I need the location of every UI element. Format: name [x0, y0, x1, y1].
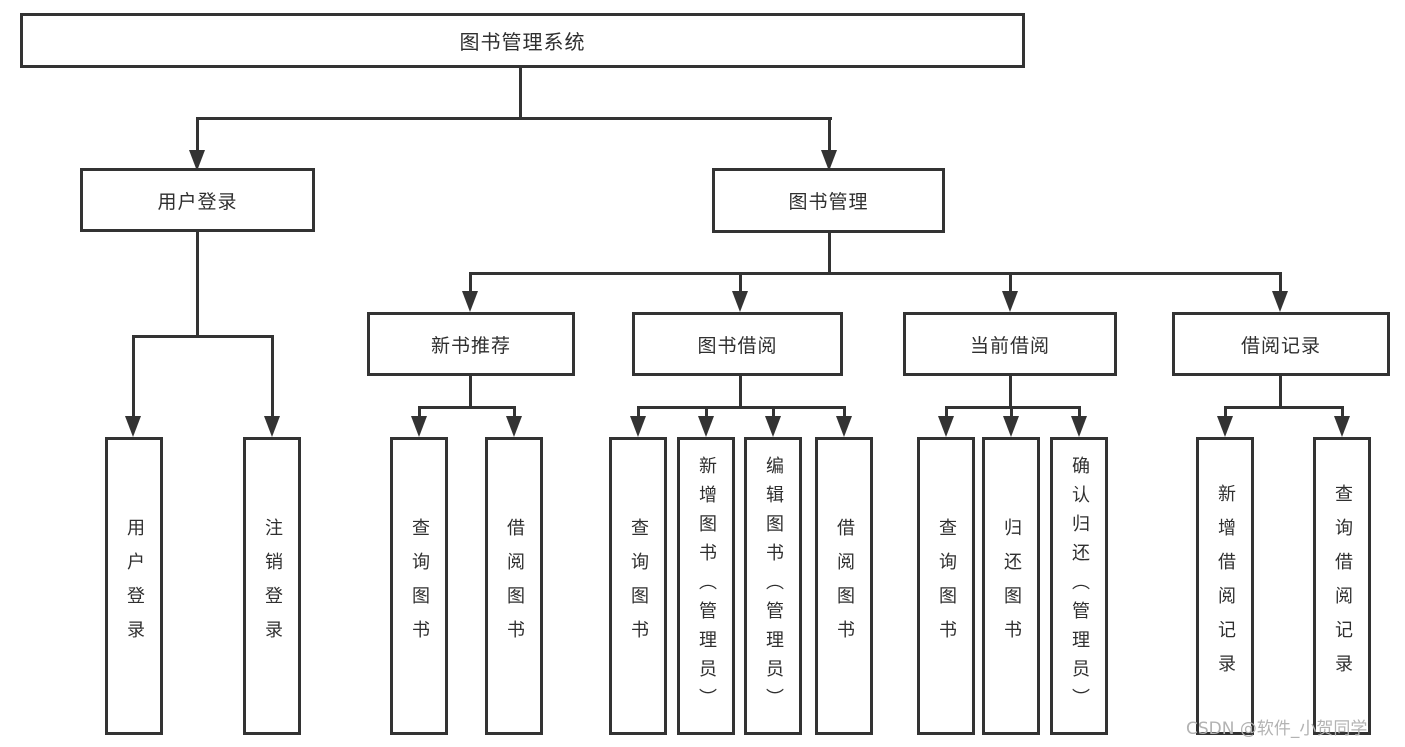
connector-line: [132, 335, 273, 338]
node-current-borrowing: 当前借阅: [903, 312, 1117, 376]
leaf-edit-books-admin: 编辑图书（管理员）: [744, 437, 802, 735]
arrowhead-icon: [189, 150, 205, 171]
arrowhead-icon: [836, 416, 852, 437]
arrowhead-icon: [1003, 416, 1019, 437]
leaf-query-books-current: 查询图书: [917, 437, 975, 735]
connector-line: [772, 406, 775, 419]
leaf-confirm-return-admin-label: 确认归还（管理员）: [1069, 455, 1090, 717]
node-book-borrowing: 图书借阅: [632, 312, 843, 376]
leaf-borrow-books-label: 借阅图书: [834, 518, 855, 654]
connector-line: [1224, 406, 1343, 409]
arrowhead-icon: [506, 416, 522, 437]
leaf-borrow-books: 借阅图书: [815, 437, 873, 735]
node-user-login: 用户登录: [80, 168, 315, 232]
leaf-query-books-borrowing: 查询图书: [609, 437, 667, 735]
connector-line: [132, 335, 135, 419]
arrowhead-icon: [264, 416, 280, 437]
leaf-query-books-current-label: 查询图书: [936, 518, 957, 654]
node-new-book-recommend-label: 新书推荐: [430, 334, 511, 357]
arrowhead-icon: [938, 416, 954, 437]
node-borrowing-records-label: 借阅记录: [1240, 334, 1321, 357]
connector-line: [1078, 406, 1081, 419]
connector-line: [418, 406, 516, 409]
leaf-query-books-recommend-label: 查询图书: [409, 518, 430, 654]
arrowhead-icon: [1002, 291, 1018, 312]
leaf-add-borrow-record-label: 新增借阅记录: [1215, 484, 1236, 688]
connector-line: [1009, 272, 1012, 294]
connector-line: [1279, 376, 1282, 406]
leaf-logout-label: 注销登录: [262, 518, 283, 654]
connector-line: [739, 272, 742, 294]
arrowhead-icon: [698, 416, 714, 437]
connector-line: [945, 406, 948, 419]
connector-line: [637, 406, 640, 419]
node-user-login-label: 用户登录: [157, 190, 238, 213]
connector-line: [418, 406, 421, 419]
leaf-query-borrow-record-label: 查询借阅记录: [1332, 484, 1353, 688]
connector-line: [828, 117, 831, 153]
arrowhead-icon: [411, 416, 427, 437]
connector-line: [1010, 406, 1013, 419]
leaf-borrow-books-recommend-label: 借阅图书: [504, 518, 525, 654]
connector-line: [1279, 272, 1282, 294]
connector-line: [196, 117, 199, 153]
leaf-add-books-admin-label: 新增图书（管理员）: [696, 455, 717, 717]
node-library-system: 图书管理系统: [20, 13, 1025, 68]
connector-line: [519, 68, 522, 117]
connector-line: [1224, 406, 1227, 419]
leaf-user-login: 用户登录: [105, 437, 163, 735]
arrowhead-icon: [1071, 416, 1087, 437]
node-book-management: 图书管理: [712, 168, 945, 233]
connector-line: [196, 117, 832, 120]
connector-line: [196, 232, 199, 335]
arrowhead-icon: [125, 416, 141, 437]
node-borrowing-records: 借阅记录: [1172, 312, 1390, 376]
leaf-add-borrow-record: 新增借阅记录: [1196, 437, 1254, 735]
leaf-add-books-admin: 新增图书（管理员）: [677, 437, 735, 735]
leaf-borrow-books-recommend: 借阅图书: [485, 437, 543, 735]
arrowhead-icon: [462, 291, 478, 312]
arrowhead-icon: [765, 416, 781, 437]
node-book-management-label: 图书管理: [788, 191, 869, 213]
connector-line: [828, 233, 831, 272]
leaf-query-borrow-record: 查询借阅记录: [1313, 437, 1371, 735]
leaf-user-login-label: 用户登录: [124, 518, 145, 654]
connector-line: [843, 406, 846, 419]
arrowhead-icon: [732, 291, 748, 312]
node-current-borrowing-label: 当前借阅: [969, 334, 1050, 357]
leaf-return-books-label: 归还图书: [1001, 518, 1022, 654]
node-new-book-recommend: 新书推荐: [367, 312, 575, 376]
leaf-query-books-borrowing-label: 查询图书: [628, 518, 649, 654]
connector-line: [271, 335, 274, 419]
node-library-system-label: 图书管理系统: [459, 30, 586, 54]
connector-line: [513, 406, 516, 419]
leaf-edit-books-admin-label: 编辑图书（管理员）: [763, 455, 784, 717]
arrowhead-icon: [630, 416, 646, 437]
leaf-logout: 注销登录: [243, 437, 301, 735]
arrowhead-icon: [1217, 416, 1233, 437]
csdn-watermark: CSDN @软件_小贺同学: [1186, 719, 1368, 739]
connector-line: [1009, 376, 1012, 406]
connector-line: [637, 406, 845, 409]
leaf-query-books-recommend: 查询图书: [390, 437, 448, 735]
node-book-borrowing-label: 图书借阅: [697, 334, 778, 357]
leaf-return-books: 归还图书: [982, 437, 1040, 735]
connector-line: [469, 272, 472, 294]
arrowhead-icon: [821, 150, 837, 171]
connector-line: [739, 376, 742, 406]
arrowhead-icon: [1272, 291, 1288, 312]
leaf-confirm-return-admin: 确认归还（管理员）: [1050, 437, 1108, 735]
connector-line: [1341, 406, 1344, 419]
connector-line: [469, 376, 472, 406]
arrowhead-icon: [1334, 416, 1350, 437]
connector-line: [469, 272, 1281, 275]
connector-line: [705, 406, 708, 419]
